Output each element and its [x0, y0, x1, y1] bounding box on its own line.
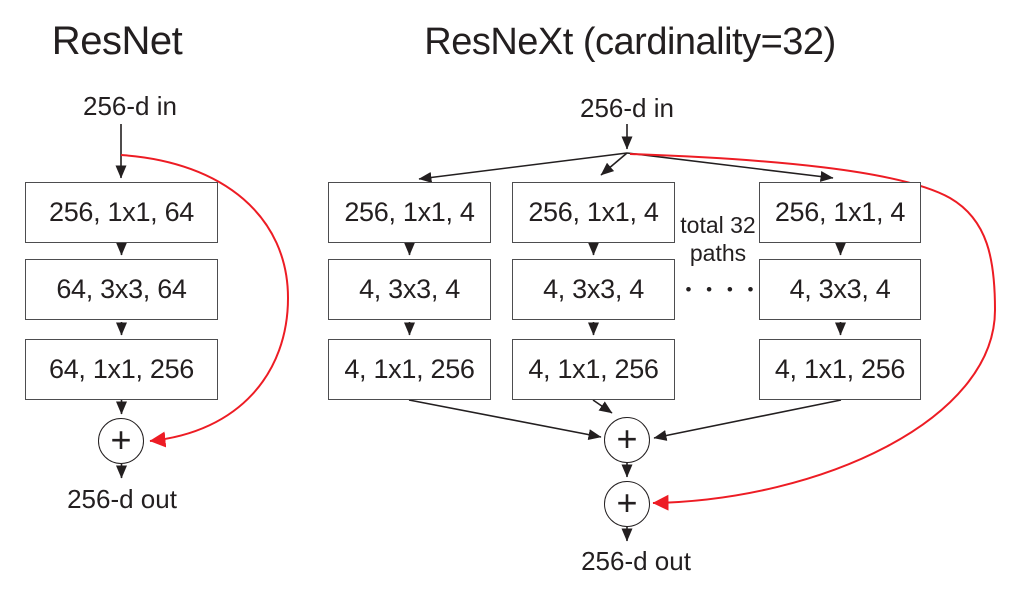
resnet-skip-connection: [120, 154, 290, 448]
resnext-fanout-arrow-path2: [600, 152, 628, 176]
resnet-input-label: 256-d in: [83, 91, 177, 121]
resnext-aggregate-sum-node: +: [604, 417, 650, 463]
resnext-total-paths-note-line2: paths: [689, 240, 747, 266]
resnext-converge-arrow-path1: [408, 399, 602, 441]
resnext-input-label: 256-d in: [580, 93, 674, 123]
resnext-total-paths-note-line1: total 32: [680, 212, 756, 238]
resnext-path1-conv-box-1: 256, 1x1, 4: [328, 182, 491, 243]
resnext-path32-conv-box-1: 256, 1x1, 4: [759, 182, 921, 243]
resnext-skip-connection: [629, 153, 997, 511]
resnext-path32-conv-box-2: 4, 3x3, 4: [759, 259, 921, 320]
resnext-path32-conv-box-3: 4, 1x1, 256: [759, 339, 921, 400]
resnext-title: ResNeXt (cardinality=32): [424, 21, 836, 63]
resnet-conv-box-2: 64, 3x3, 64: [25, 259, 218, 320]
resnet-title: ResNet: [51, 19, 183, 63]
resnet-conv-box-1: 256, 1x1, 64: [25, 182, 218, 243]
resnext-path2-conv-box-2: 4, 3x3, 4: [512, 259, 675, 320]
resnext-fanout-arrow-path32: [626, 152, 834, 182]
resnext-path1-conv-box-2: 4, 3x3, 4: [328, 259, 491, 320]
resnext-path1-conv-box-3: 4, 1x1, 256: [328, 339, 491, 400]
resnext-path2-conv-box-3: 4, 1x1, 256: [512, 339, 675, 400]
resnext-converge-arrow-path32: [653, 399, 842, 441]
resnext-paths-ellipsis: • • • •: [685, 280, 759, 299]
resnext-total-paths-note: total 32 paths: [680, 211, 755, 267]
resnext-path2-conv-box-1: 256, 1x1, 4: [512, 182, 675, 243]
resnext-converge-arrow-path2: [592, 399, 613, 414]
resnet-sum-node: +: [98, 418, 144, 464]
resnet-output-label: 256-d out: [67, 484, 177, 514]
resnext-fanout-arrow-path1: [418, 152, 628, 183]
resnext-residual-sum-node: +: [604, 481, 650, 527]
resnext-output-label: 256-d out: [581, 546, 691, 576]
resnet-conv-box-3: 64, 1x1, 256: [25, 339, 218, 400]
